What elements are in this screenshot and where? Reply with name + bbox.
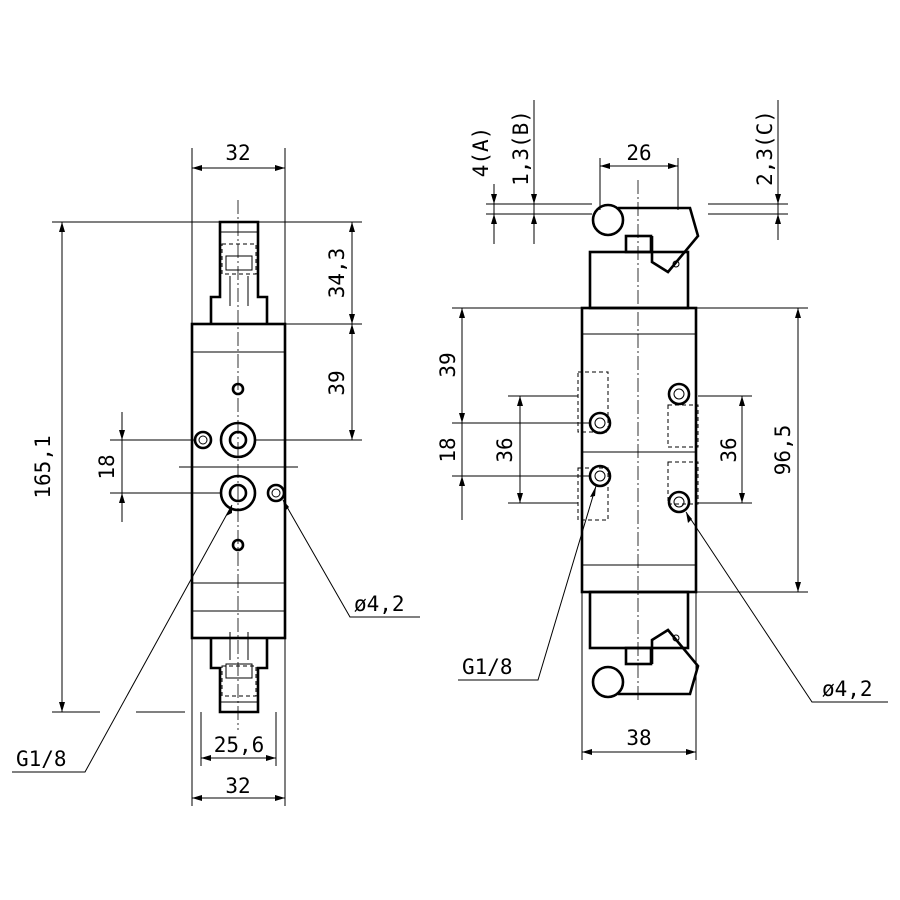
mount-hole-upper-right: [667, 382, 691, 406]
callout-thread: G1/8: [16, 747, 67, 771]
dim-bottom-width: 32: [225, 774, 250, 798]
callout-hole-right: ø4,2: [822, 677, 873, 701]
mount-hole-right: [266, 483, 286, 503]
dim-actuator-width: 26: [626, 141, 651, 165]
mount-hole-left: [193, 430, 213, 450]
dim-total-height: 165,1: [31, 435, 55, 498]
callout-thread-right: G1/8: [462, 655, 513, 679]
dim-body-height: 96,5: [771, 425, 795, 476]
valve-body-left: [190, 322, 287, 640]
dim-stroke-a: 4(A): [469, 127, 493, 178]
screw-hole-lower: [231, 538, 245, 552]
left-view: 32 32 25,6 165,1 34,3 39: [12, 141, 420, 806]
dim-stroke-c: 2,3(C): [753, 110, 777, 186]
dim-right-port-spacing: 18: [436, 437, 460, 462]
callout-hole: ø4,2: [354, 592, 405, 616]
dim-inner-width: 25,6: [214, 733, 265, 757]
dim-upper-offset: 39: [436, 352, 460, 377]
valve-body-right: [580, 306, 698, 594]
dim-top-width: 32: [225, 141, 250, 165]
port-g18-lower-right: [588, 464, 612, 488]
right-view: 26 38 96,5 39 18 36 36: [436, 100, 888, 760]
dim-body-width: 38: [626, 726, 651, 750]
dim-upper-height: 34,3: [325, 248, 349, 299]
mount-hole-lower-right: [667, 490, 691, 514]
dim-left-pitch: 36: [493, 437, 517, 462]
dim-port-spacing: 18: [95, 454, 119, 479]
dim-stroke-b: 1,3(B): [509, 110, 533, 186]
dim-middle-height: 39: [325, 370, 349, 395]
screw-hole-upper: [231, 382, 245, 396]
dim-right-pitch: 36: [717, 437, 741, 462]
port-g18-upper-right: [588, 411, 612, 435]
